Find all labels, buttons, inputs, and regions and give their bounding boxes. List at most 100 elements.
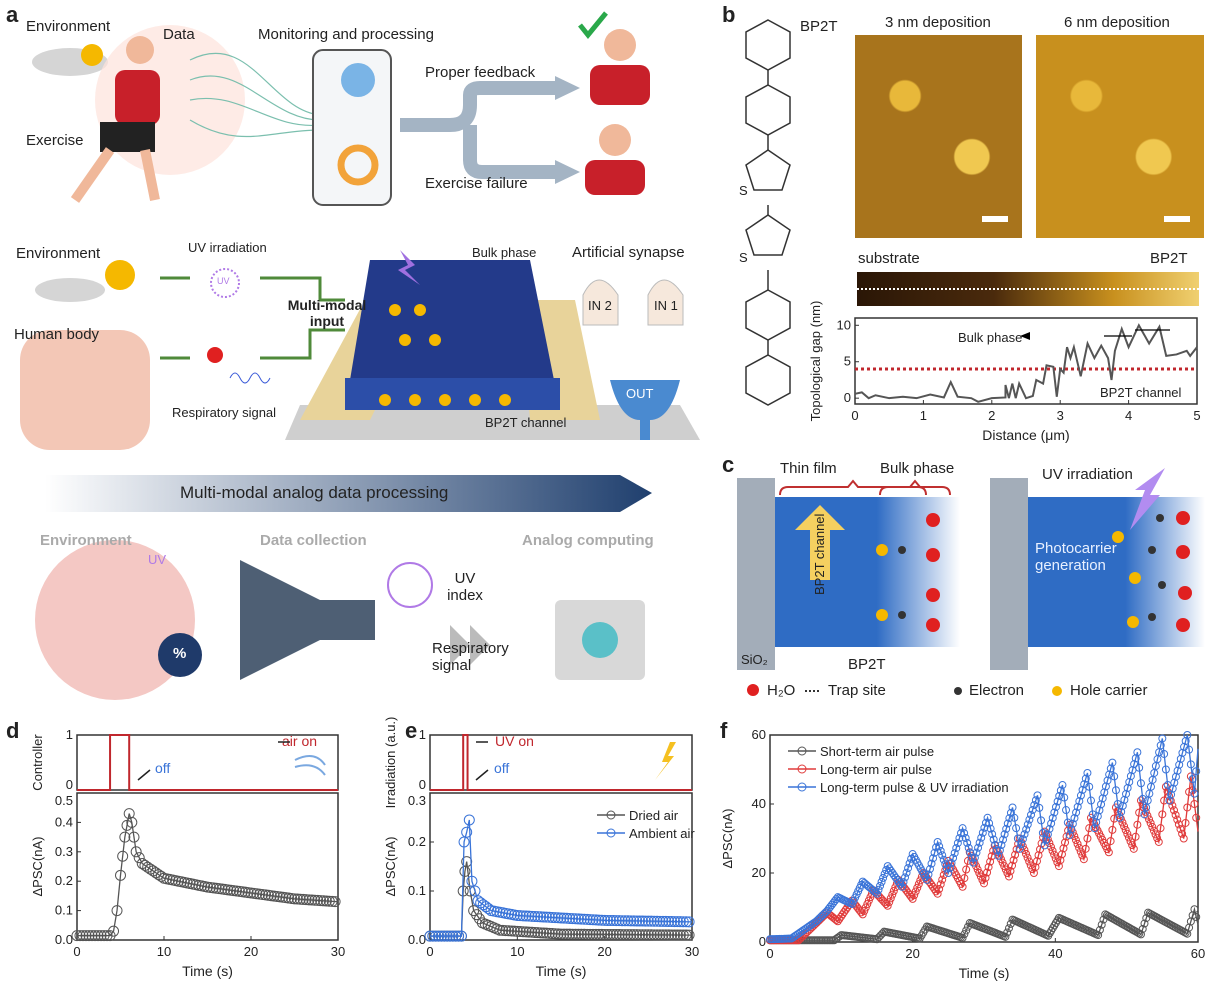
data-point [922,875,931,884]
data-point [86,930,98,942]
y-tick-label: 0.3 [408,793,426,808]
data-point [1122,789,1131,798]
data-point [1190,905,1199,914]
panel-label-c: c [722,452,735,477]
data-point [1003,928,1012,937]
data-point [133,852,145,864]
data-point [642,915,654,927]
data-point [596,928,608,940]
data-point [1149,826,1158,835]
data-point [663,915,675,927]
data-point [886,894,895,903]
data-point [1003,819,1012,828]
data-point [936,846,945,855]
data-point [1004,924,1013,933]
data-point [1095,925,1104,934]
data-point [587,928,599,940]
sun-icon [81,44,103,66]
data-point [616,915,628,927]
data-point [988,830,997,839]
data-point [1156,824,1165,833]
data-point [1005,814,1014,823]
data-point [1040,841,1049,850]
data-point [111,905,123,917]
data-point [1111,786,1120,795]
data-point [880,869,889,878]
data-point [873,889,881,898]
data-streams [189,52,321,138]
panel-label-b: b [722,2,736,27]
donut-chart-icon [337,144,379,186]
data-point [669,929,681,941]
sulfur-atom-2: S [739,250,748,265]
data-point [1078,851,1087,860]
label-bulk-phase-b: Bulk phase [958,330,1023,345]
data-point [450,930,462,942]
data-point [651,915,663,927]
data-point [323,895,335,907]
data-point [552,928,564,940]
data-point [1154,837,1163,846]
data-point [144,863,156,875]
label-out: OUT [626,386,654,401]
data-point [671,929,683,941]
data-point [1181,818,1190,827]
label-respiratory-signal: Respiratory signal [172,405,277,420]
data-point [663,929,675,941]
data-point [1023,820,1032,829]
data-point [1118,801,1127,810]
data-point [1178,829,1187,838]
data-point [1012,845,1021,854]
data-point [680,929,692,941]
data-point [666,929,678,941]
data-point [634,915,646,927]
data-point [613,929,625,941]
data-point [995,846,1004,855]
data-point [1188,774,1197,783]
lightning-bolt-icon [655,742,676,780]
data-point [1158,734,1167,743]
data-point [981,873,990,882]
legend-electron: Electron [969,682,1025,699]
data-point [1000,830,1009,839]
data-point [1054,862,1063,871]
label-proper-feedback: Proper feedback [425,64,536,81]
data-point [1185,745,1194,754]
data-point [1048,846,1057,855]
data-point [567,913,579,925]
data-point [1025,857,1034,866]
data-point [312,894,324,906]
data-point [1011,850,1020,859]
data-point [978,828,987,837]
data-point [631,915,643,927]
data-point [660,929,672,941]
data-point [1176,825,1185,834]
data-point [1093,812,1102,821]
data-point [1050,808,1059,817]
data-point [1051,802,1060,811]
green-arrows [160,276,190,360]
data-point [80,930,92,942]
annotation-uv-on: UV on [495,733,534,749]
y-tick-label: 0.1 [55,903,73,918]
data-point [961,834,970,843]
legend-marker [606,828,616,838]
panel-label-d: d [6,718,20,743]
data-point [1106,837,1115,846]
data-point [546,928,558,940]
arrow-right-icon [450,625,490,665]
data-point [911,887,920,896]
data-point [514,926,526,938]
data-point [1190,789,1199,798]
panel-a-illustration [20,11,700,700]
data-point [1071,836,1080,845]
data-point [625,915,637,927]
bp2t-molecule [745,19,791,406]
data-point [1103,776,1112,785]
data-point [1006,867,1015,876]
x-tick-label: 20 [597,944,611,959]
data-point [599,928,611,940]
cloud-icon [35,278,105,302]
data-point [1056,856,1065,865]
legend-marker [797,782,807,792]
